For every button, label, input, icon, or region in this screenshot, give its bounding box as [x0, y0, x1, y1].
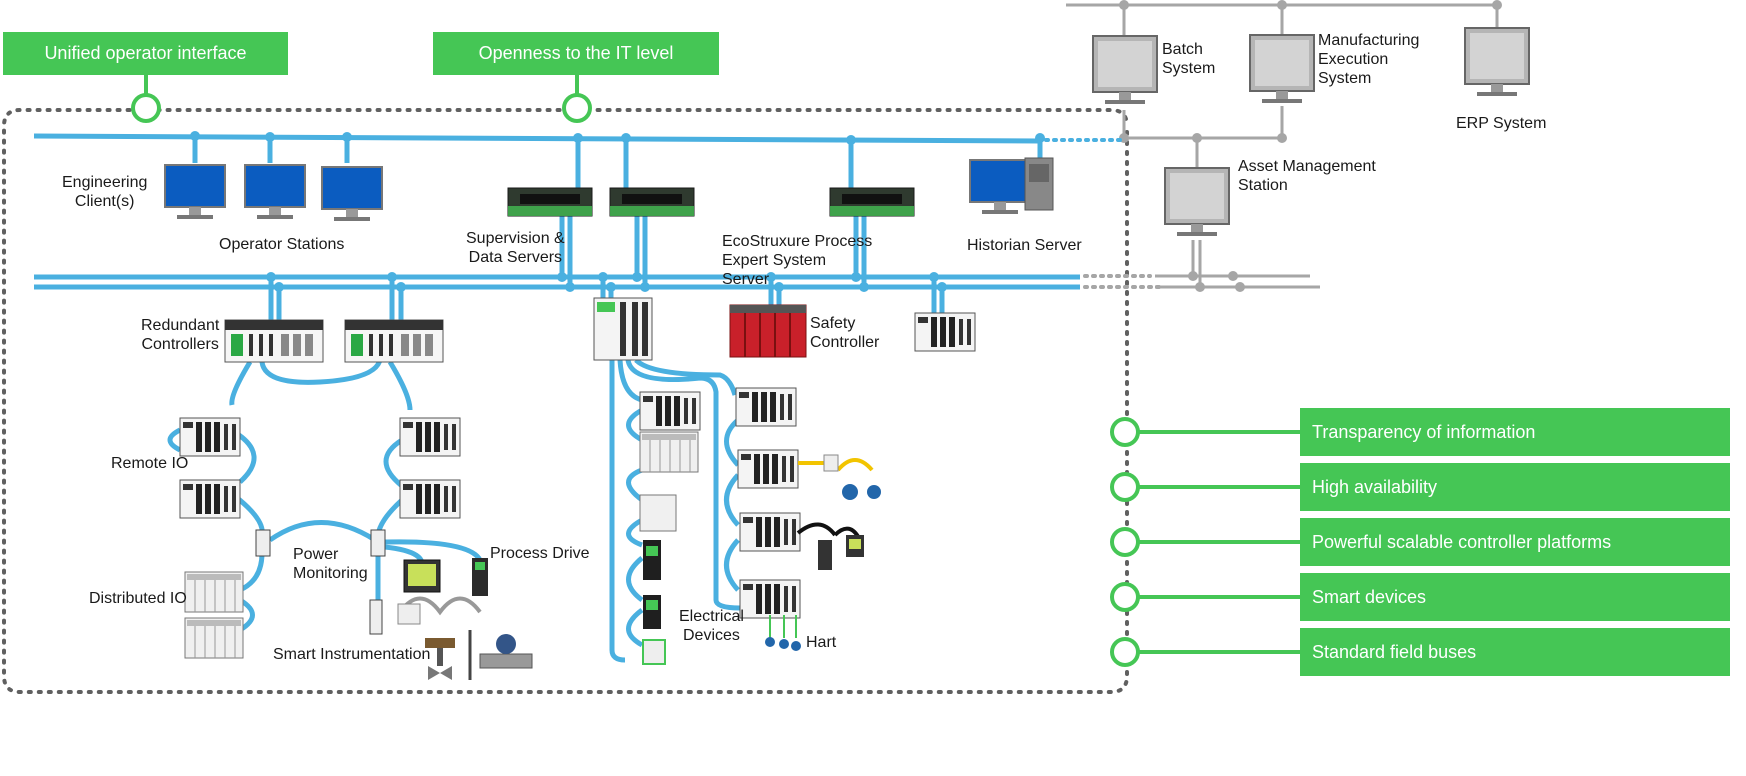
- remote-io-rack-icon: [399, 479, 461, 519]
- expert-system-server-icon: [829, 187, 915, 217]
- valve-icon: [842, 484, 858, 500]
- process-drive-icon: [472, 558, 488, 596]
- io-rack-icon: [739, 579, 801, 619]
- mes-label: Manufacturing Execution System: [1318, 32, 1420, 87]
- remote-io-label: Remote IO: [111, 455, 189, 472]
- io-rack-icon: [735, 387, 797, 427]
- smart-instrumentation-label: Smart Instrumentation: [273, 646, 431, 663]
- erp-monitor-icon: [1464, 27, 1530, 97]
- distributed-io-icon: [184, 617, 244, 659]
- power-monitoring-label: Power Monitoring: [293, 546, 368, 582]
- smart-instrument-icon: [398, 596, 482, 616]
- io-rack-icon: [739, 512, 801, 552]
- erp-system-label: ERP System: [1456, 115, 1547, 132]
- operator-stations-label: Operator Stations: [219, 236, 345, 253]
- safety-controller-label: Safety Controller: [810, 315, 880, 351]
- io-rack-icon: [914, 312, 976, 352]
- connector-circle: [562, 93, 592, 123]
- asset-management-monitor-icon: [1164, 167, 1230, 237]
- io-rack-icon: [639, 391, 701, 431]
- engineering-clients-label: Engineering Client(s): [62, 174, 148, 210]
- openness-it-level-banner: Openness to the IT level: [433, 32, 719, 75]
- feature-transparency: Transparency of information: [1300, 408, 1730, 456]
- safety-controller-icon: [729, 304, 807, 358]
- unified-operator-interface-banner: Unified operator interface: [3, 32, 288, 75]
- redundant-controllers-label: Redundant Controllers: [141, 317, 220, 353]
- remote-io-rack-icon: [179, 417, 241, 457]
- remote-io-rack-icon: [399, 417, 461, 457]
- batch-system-label: Batch System: [1162, 41, 1216, 77]
- network-switch-icon: [369, 599, 383, 635]
- transmitter-icon: [867, 485, 881, 499]
- distributed-io-label: Distributed IO: [89, 590, 187, 607]
- motor-starter-icon: [818, 540, 832, 570]
- valve-icon: [425, 638, 455, 680]
- electrical-devices-label: Electrical Devices: [679, 608, 744, 644]
- power-meter-icon: [403, 559, 441, 593]
- io-rack-icon: [737, 449, 799, 489]
- historian-monitor-icon: [969, 159, 1031, 215]
- data-server-icon: [609, 187, 695, 217]
- relay-icon: [642, 639, 666, 665]
- process-drive-label: Process Drive: [490, 545, 590, 562]
- supervision-server-icon: [507, 187, 593, 217]
- engineering-client-monitor-icon: [164, 164, 226, 220]
- supervision-data-servers-label: Supervision & Data Servers: [466, 230, 565, 266]
- hart-device-icon: [765, 637, 775, 647]
- mes-monitor-icon: [1249, 34, 1315, 104]
- connector-circle: [131, 93, 161, 123]
- batch-system-monitor-icon: [1092, 35, 1158, 105]
- feature-scalable-controllers: Powerful scalable controller platforms: [1300, 518, 1730, 566]
- hart-device-icon: [779, 639, 789, 649]
- operator-station-monitor-icon: [321, 166, 383, 222]
- network-switch-icon: [370, 529, 386, 557]
- operator-station-monitor-icon: [244, 164, 306, 220]
- feature-smart-devices: Smart devices: [1300, 573, 1730, 621]
- redundant-controller-icon: [344, 319, 444, 363]
- io-module-icon: [639, 431, 699, 473]
- distributed-io-icon: [184, 571, 244, 613]
- plant-boundary: [2, 108, 1129, 694]
- asset-management-label: Asset Management Station: [1238, 158, 1376, 194]
- hart-device-icon: [791, 641, 801, 651]
- hart-label: Hart: [806, 634, 837, 651]
- expert-system-label: EcoStruxure Process Expert System Server: [722, 233, 873, 288]
- redundant-controller-icon: [224, 319, 324, 363]
- io-module-icon: [639, 494, 677, 532]
- central-controller-icon: [593, 297, 653, 361]
- feature-field-buses: Standard field buses: [1300, 628, 1730, 676]
- remote-io-rack-icon: [179, 479, 241, 519]
- feature-high-availability: High availability: [1300, 463, 1730, 511]
- network-switch-icon: [255, 529, 271, 557]
- historian-server-label: Historian Server: [967, 237, 1082, 254]
- flowmeter-icon: [468, 630, 533, 680]
